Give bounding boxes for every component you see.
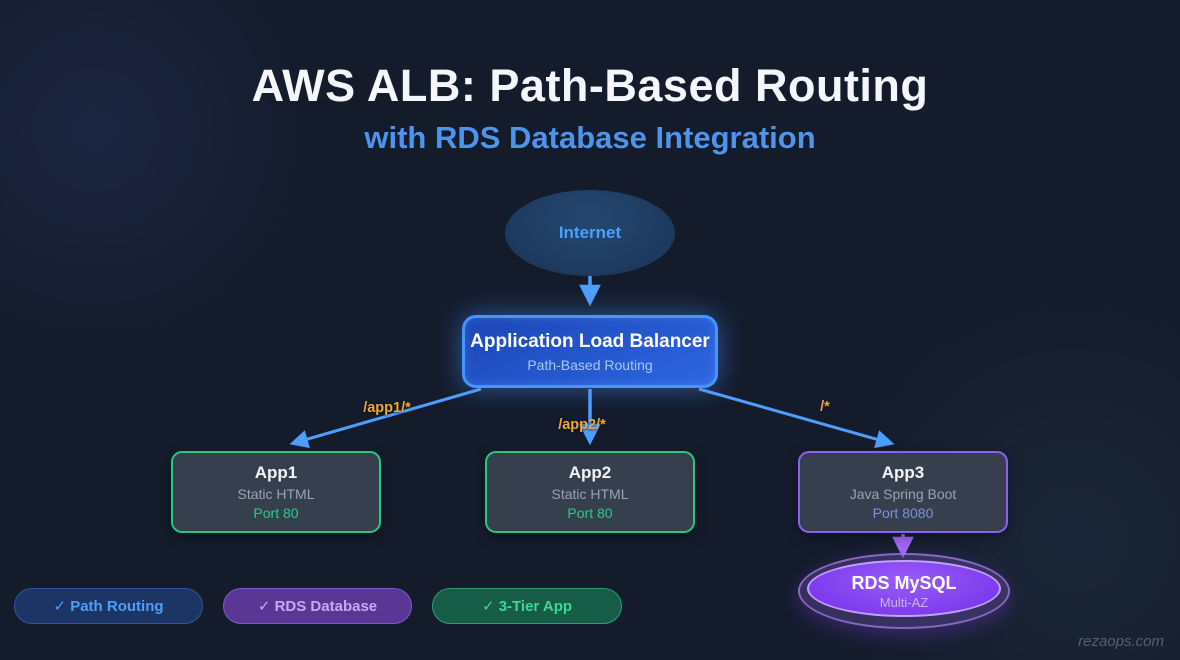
watermark: rezaops.com — [1078, 633, 1164, 650]
app1-stack: Static HTML — [237, 486, 315, 502]
edge-alb-to-app3 — [698, 387, 895, 449]
alb-title: Application Load Balancer — [470, 330, 710, 352]
app1-name: App1 — [254, 463, 298, 482]
app2-node: App2 Static HTML Port 80 — [485, 451, 695, 533]
internet-label: Internet — [558, 223, 622, 242]
app3-node: App3 Java Spring Boot Port 8080 — [798, 451, 1008, 533]
page-title: AWS ALB: Path-Based Routing — [251, 60, 929, 111]
badge-path-routing: ✓ Path Routing — [14, 588, 203, 624]
route-label-default: /* — [820, 399, 830, 415]
badge-rds-database: ✓ RDS Database — [223, 588, 412, 624]
alb-node: Application Load Balancer Path-Based Rou… — [462, 315, 718, 388]
route-label-app2: /app2/* — [558, 417, 606, 433]
app2-name: App2 — [568, 463, 612, 482]
app1-node: App1 Static HTML Port 80 — [171, 451, 381, 533]
rds-disk-inner — [807, 560, 1001, 617]
alb-subtitle: Path-Based Routing — [527, 356, 653, 373]
page-subtitle: with RDS Database Integration — [364, 120, 816, 155]
rds-subtitle: Multi-AZ — [879, 594, 929, 610]
badge-3-tier-app: ✓ 3-Tier App — [432, 588, 622, 624]
app2-port: Port 80 — [567, 505, 613, 521]
rds-node: RDS MySQL Multi-AZ — [798, 553, 1010, 629]
app1-port: Port 80 — [253, 505, 299, 521]
app2-stack: Static HTML — [551, 486, 629, 502]
internet-node: Internet — [505, 190, 675, 276]
edge-alb-to-app1 — [289, 387, 482, 449]
app3-name: App3 — [881, 463, 925, 482]
app3-stack: Java Spring Boot — [849, 486, 957, 502]
app3-port: Port 8080 — [872, 505, 934, 521]
rds-title: RDS MySQL — [851, 572, 957, 593]
route-label-app1: /app1/* — [363, 400, 411, 416]
